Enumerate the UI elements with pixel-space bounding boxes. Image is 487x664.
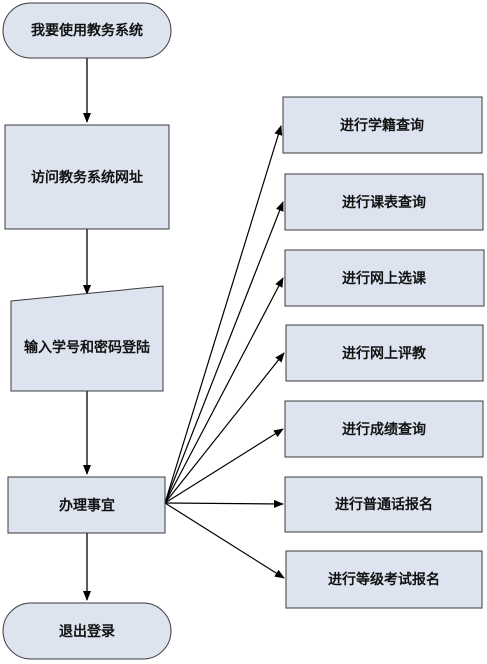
start-terminator: 我要使用教务系统 xyxy=(2,2,172,59)
visit-label: 访问教务系统网址 xyxy=(31,169,143,186)
service-box-1: 进行课表查询 xyxy=(284,173,484,231)
login-label: 输入学号和密码登陆 xyxy=(24,339,150,356)
service-label-5: 进行普通话报名 xyxy=(335,496,433,513)
handle-process-box: 办理事宜 xyxy=(7,476,166,534)
arrow-handle-to-service-2 xyxy=(164,277,284,504)
service-box-5: 进行普通话报名 xyxy=(284,476,483,533)
service-label-6: 进行等级考试报名 xyxy=(328,571,440,588)
arrow-handle-to-service-6 xyxy=(164,502,285,579)
end-label: 退出登录 xyxy=(59,623,115,640)
service-box-0: 进行学籍查询 xyxy=(282,96,483,154)
arrow-handle-to-service-0 xyxy=(164,125,283,504)
end-terminator: 退出登录 xyxy=(2,602,172,660)
login-input-box: 输入学号和密码登陆 xyxy=(10,285,164,392)
service-box-3: 进行网上评教 xyxy=(285,324,484,382)
visit-process-box: 访问教务系统网址 xyxy=(4,124,170,230)
service-label-3: 进行网上评教 xyxy=(342,345,427,362)
service-label-2: 进行网上选课 xyxy=(342,270,427,287)
service-box-2: 进行网上选课 xyxy=(284,249,485,307)
arrow-handle-to-service-1 xyxy=(164,201,284,504)
service-box-4: 进行成绩查询 xyxy=(284,400,484,458)
arrow-handle-to-service-4 xyxy=(164,428,284,504)
service-label-0: 进行学籍查询 xyxy=(340,117,424,134)
start-label: 我要使用教务系统 xyxy=(31,22,143,39)
service-label-4: 进行成绩查询 xyxy=(342,421,426,438)
arrow-handle-to-service-3 xyxy=(164,352,285,504)
service-label-1: 进行课表查询 xyxy=(342,194,426,211)
arrow-handle-to-service-5 xyxy=(164,499,284,508)
handle-label: 办理事宜 xyxy=(59,497,115,514)
service-box-6: 进行等级考试报名 xyxy=(285,550,483,609)
service-arrows xyxy=(164,125,285,579)
